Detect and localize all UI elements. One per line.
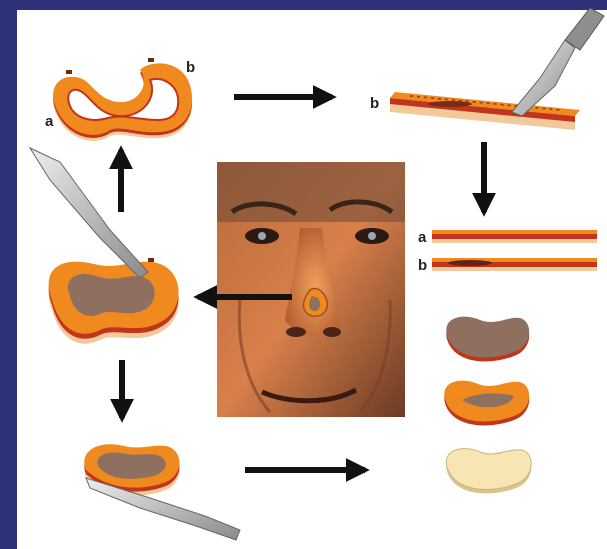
cut-section-a (432, 230, 597, 243)
cut-section-b (432, 258, 597, 271)
cut-label-a: a (418, 229, 427, 246)
cut-label-b: b (418, 257, 427, 274)
face-photo (217, 162, 405, 417)
ring-label-b: b (186, 59, 195, 76)
ring-label-a: a (45, 113, 54, 130)
strip-label-b: b (370, 95, 379, 112)
kidney-brown (446, 317, 529, 362)
excision-in-situ (49, 258, 179, 344)
kidney-cream (446, 449, 531, 494)
kidney-orange (444, 381, 529, 426)
